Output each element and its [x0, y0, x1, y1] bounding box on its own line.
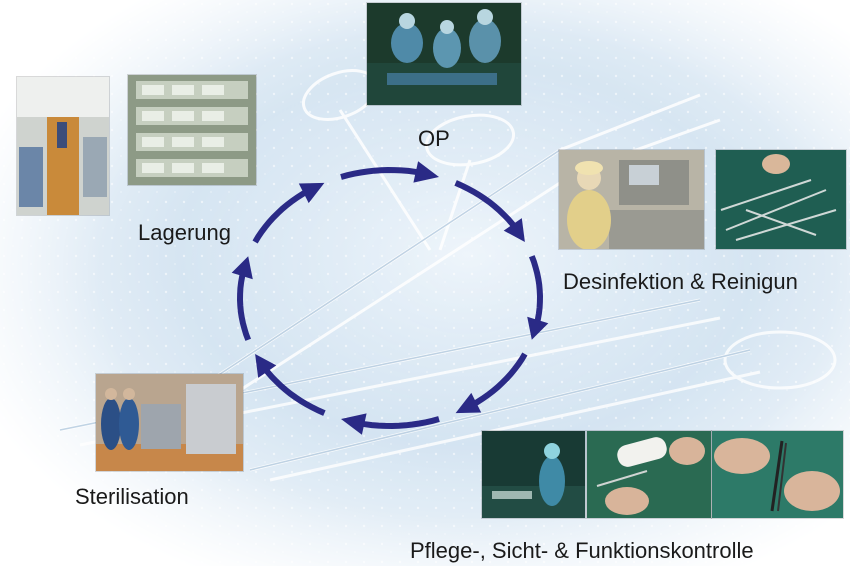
- photo-operating-room: [366, 2, 522, 106]
- photo-storage-shelves: [127, 74, 257, 186]
- cycle-arrow: [455, 352, 528, 414]
- photo-disinfection-worker: [558, 149, 705, 250]
- cycle-arrow: [255, 354, 326, 416]
- label-lagerung: Lagerung: [138, 220, 231, 245]
- photo-function-check: [711, 430, 844, 519]
- cycle-arrow: [454, 180, 525, 242]
- label-op: OP: [418, 126, 450, 151]
- photo-inspection-room: [481, 430, 586, 519]
- cycle-arrow: [341, 413, 440, 435]
- cycle-arrow: [527, 255, 549, 340]
- photo-oiling-scissors: [586, 430, 712, 519]
- label-desinfektion-reinigung: Desinfektion & Reinigun: [563, 269, 798, 294]
- photo-cleaning-instruments: [715, 149, 847, 250]
- cycle-arrow: [252, 182, 325, 244]
- photo-storage-corridor: [16, 76, 110, 216]
- cycle-arrow: [340, 161, 439, 183]
- cycle-arrow: [231, 256, 253, 341]
- photo-sterilisation: [95, 373, 244, 472]
- label-pflege-sicht-funktionskontrolle: Pflege-, Sicht- & Funktionskontrolle: [410, 538, 754, 563]
- label-sterilisation: Sterilisation: [75, 484, 189, 509]
